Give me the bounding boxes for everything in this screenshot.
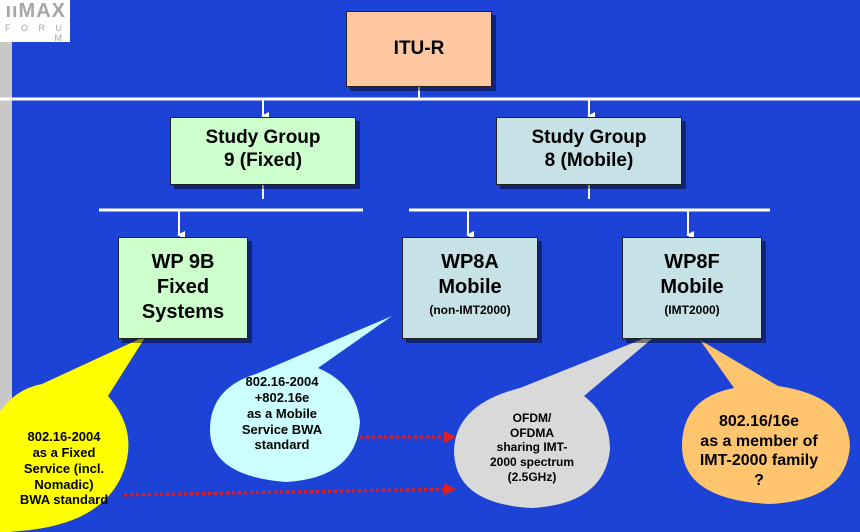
node-study-group-9-title: Study Group 9 (Fixed) bbox=[205, 127, 321, 171]
callout-gray-balloon bbox=[454, 332, 660, 508]
node-study-group-8-title: Study Group 8 (Mobile) bbox=[531, 127, 647, 171]
node-wp8a: WP8A Mobile (non-IMT2000) bbox=[402, 237, 538, 339]
dotted-arrow-yellow-to-gray bbox=[123, 483, 456, 497]
logo-subtitle: F O R U M bbox=[5, 23, 66, 43]
callout-fixed-service-text: 802.16-2004 as a Fixed Service (incl. No… bbox=[19, 429, 109, 508]
node-itu-r-title: ITU-R bbox=[393, 38, 445, 59]
node-study-group-9: Study Group 9 (Fixed) bbox=[170, 117, 356, 185]
node-wp8a-title: WP8A Mobile bbox=[438, 251, 502, 298]
callout-orange-balloon bbox=[682, 340, 850, 504]
callout-mobile-service-text: 802.16-2004 +802.16e as a Mobile Service… bbox=[241, 374, 323, 453]
node-wp8a-subtitle: (non-IMT2000) bbox=[429, 303, 511, 317]
node-study-group-8: Study Group 8 (Mobile) bbox=[496, 117, 682, 185]
node-wp8f: WP8F Mobile (IMT2000) bbox=[622, 237, 762, 339]
node-wp8f-title: WP8F Mobile bbox=[660, 251, 724, 298]
wimax-forum-logo: ııMAX F O R U M bbox=[0, 0, 70, 43]
logo-wordmark: ııMAX bbox=[5, 0, 66, 22]
callout-imt2000-family-text: 802.16/16e as a member of IMT-2000 famil… bbox=[699, 413, 819, 489]
node-wp9b: WP 9B Fixed Systems bbox=[118, 237, 248, 339]
node-itu-r: ITU-R bbox=[346, 11, 492, 87]
node-wp9b-title: WP 9B Fixed Systems bbox=[141, 251, 225, 323]
callout-yellow-balloon bbox=[0, 336, 146, 532]
node-wp8f-subtitle: (IMT2000) bbox=[664, 303, 720, 317]
callout-ofdma-sharing-text: OFDM/ OFDMA sharing IMT- 2000 spectrum (… bbox=[489, 411, 575, 484]
callout-cyan-balloon bbox=[210, 316, 392, 482]
